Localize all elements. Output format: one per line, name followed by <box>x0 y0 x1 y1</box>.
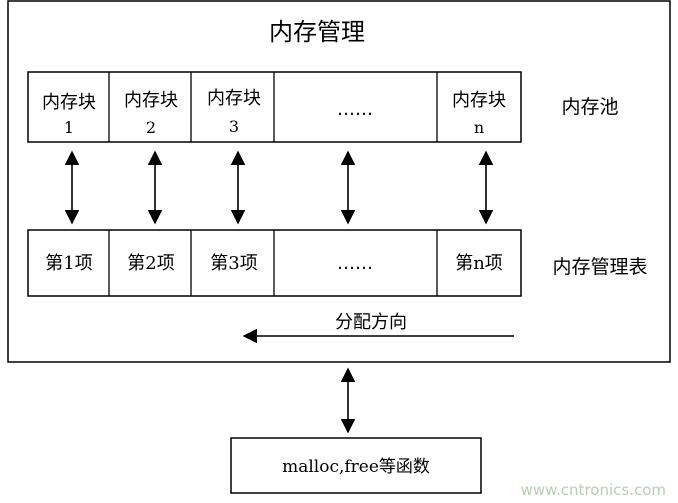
table-cell-n: 第n项 <box>455 253 503 274</box>
pool-cell-n: 内存块 n <box>452 90 506 137</box>
pool-cell-number: 1 <box>64 118 74 137</box>
pool-cell-number: n <box>474 118 484 137</box>
pool-cell-number: 3 <box>229 117 239 136</box>
table-cell-1: 第1项 <box>45 253 92 274</box>
memory-pool-label: 内存池 <box>561 96 618 118</box>
diagram-title: 内存管理 <box>269 18 365 46</box>
table-cell-ellipsis: …… <box>337 253 373 274</box>
pool-cell-2: 内存块 2 <box>124 90 178 137</box>
pool-cell-number: 2 <box>146 118 156 137</box>
pool-cell-label: 内存块 <box>42 92 96 113</box>
pool-cell-label: 内存块 <box>452 90 506 111</box>
pool-cell-ellipsis: …… <box>337 99 373 120</box>
table-cell-3: 第3项 <box>210 253 257 274</box>
pool-cell-label: 内存块 <box>207 88 261 109</box>
management-table-label: 内存管理表 <box>552 256 647 278</box>
site-watermark: www.cntronics.com <box>521 481 666 499</box>
allocation-direction-label: 分配方向 <box>335 312 407 333</box>
pool-cell-1: 内存块 1 <box>42 92 96 137</box>
api-functions-label: malloc,free等函数 <box>282 457 430 477</box>
api-functions-box <box>230 437 482 494</box>
memory-management-frame <box>7 0 671 363</box>
table-cell-2: 第2项 <box>127 253 174 274</box>
pool-cell-3: 内存块 3 <box>207 88 261 136</box>
pool-cell-label: 内存块 <box>124 90 178 111</box>
